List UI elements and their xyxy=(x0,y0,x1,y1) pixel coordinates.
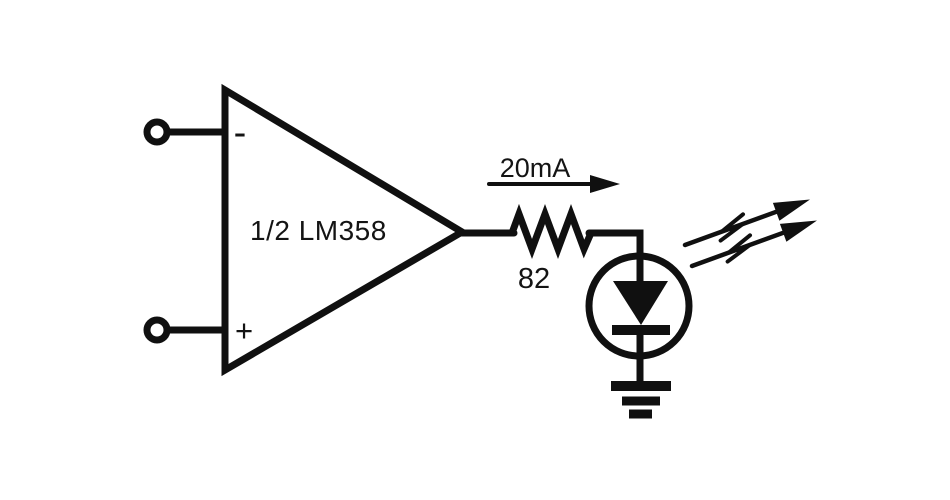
ground-icon xyxy=(611,381,671,419)
current-direction-arrow-icon xyxy=(487,175,620,193)
terminal-circle-icon xyxy=(143,316,171,344)
led-icon xyxy=(585,252,693,389)
light-emission-arrow-icon xyxy=(682,199,810,248)
terminal-circle-icon xyxy=(143,118,171,146)
opamp-label: 1/2 LM358 xyxy=(250,215,387,246)
current-arrow-head xyxy=(590,175,620,193)
light-arrow-head xyxy=(772,199,810,221)
current-value-label: 20mA xyxy=(500,153,571,183)
opamp-noninverting-label: + xyxy=(235,313,253,348)
light-arrow-squiggle xyxy=(717,212,746,243)
opamp-inverting-label: - xyxy=(234,112,247,154)
light-arrow-head xyxy=(779,220,817,242)
resistor-value-label: 82 xyxy=(518,263,550,295)
noninverting-input-terminal xyxy=(143,316,230,344)
inverting-input-terminal xyxy=(143,118,230,146)
led-triangle xyxy=(613,281,668,325)
opamp-triangle-icon xyxy=(221,83,469,377)
resistor-icon xyxy=(508,203,595,260)
light-arrow-squiggle xyxy=(724,233,753,264)
light-emission-arrow-icon xyxy=(689,220,817,269)
